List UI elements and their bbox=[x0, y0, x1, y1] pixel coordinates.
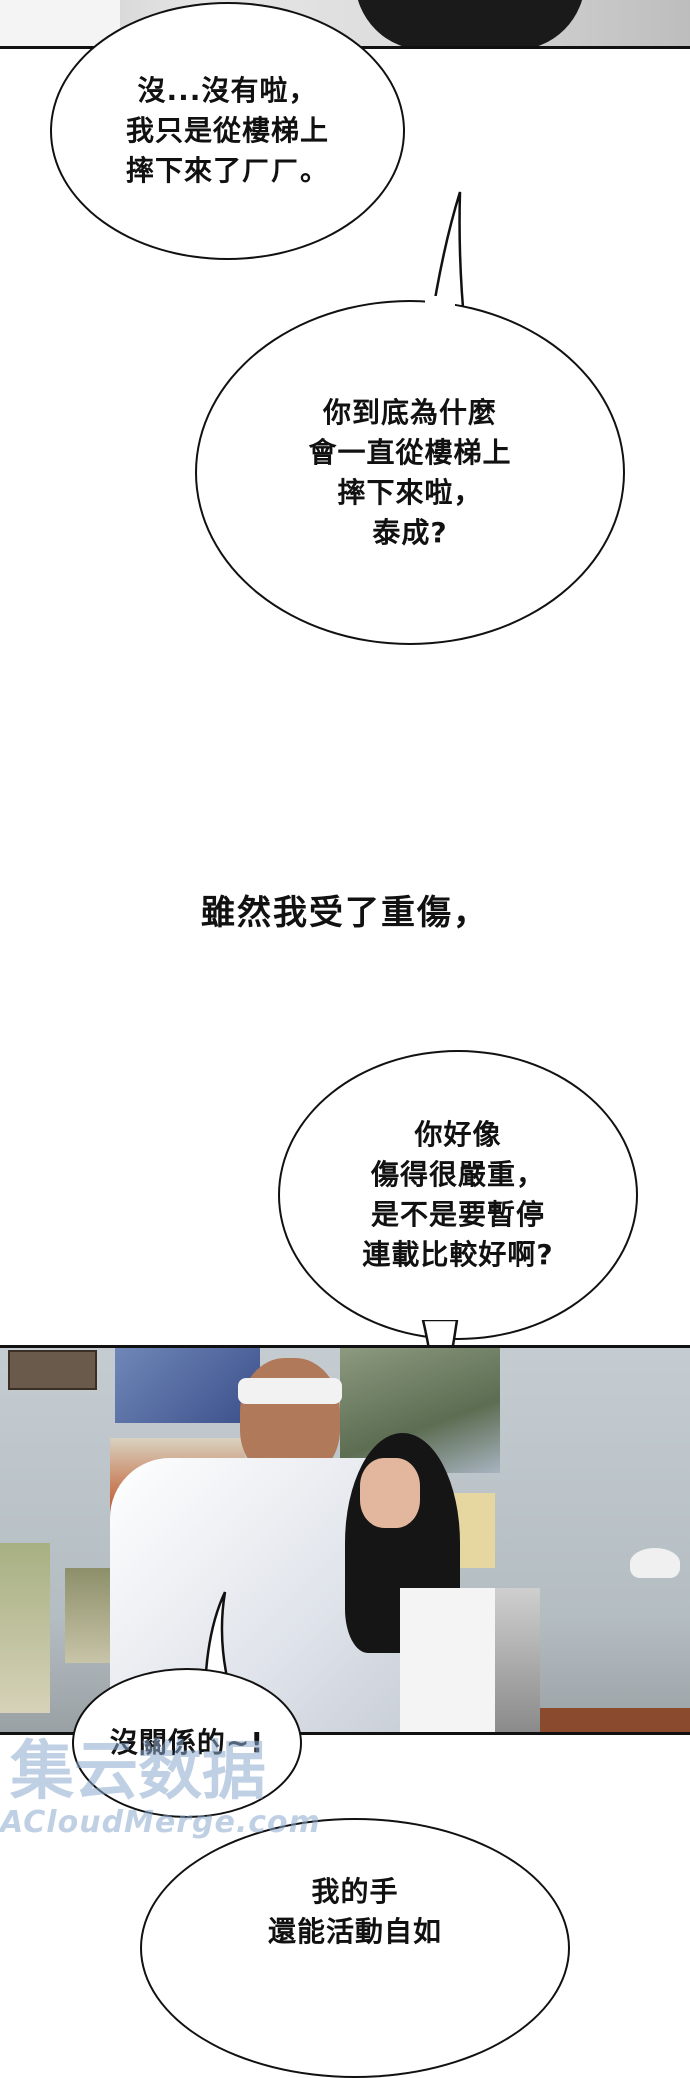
desk bbox=[540, 1708, 690, 1732]
woman-face bbox=[360, 1458, 420, 1528]
poster-blue bbox=[115, 1348, 260, 1423]
watermark-logo-text: 集云数据 bbox=[10, 1735, 266, 1805]
speech-bubble-4: 沒關係的~! bbox=[72, 1668, 302, 1818]
speech-bubble-2: 你到底為什麼 會一直從樓梯上 摔下來啦， 泰成? bbox=[195, 300, 625, 645]
watermark-logo: 集云数据 bbox=[10, 1735, 266, 1805]
tail-joint-2 bbox=[425, 296, 455, 306]
panel-highlight bbox=[0, 0, 120, 46]
speech-bubble-3-text: 你好像 傷得很嚴重， 是不是要暫停 連載比較好啊? bbox=[362, 1118, 554, 1271]
speech-bubble-4-tail bbox=[203, 1591, 232, 1690]
narration-text: 雖然我受了重傷， bbox=[201, 893, 489, 933]
woman-shirt bbox=[400, 1588, 495, 1732]
speech-bubble-1: 沒...沒有啦， 我只是從樓梯上 摔下來了ㄏㄏ。 bbox=[50, 2, 405, 260]
desk-lamp bbox=[630, 1548, 680, 1578]
watermark-text: ACloudMerge.com bbox=[0, 1805, 321, 1840]
speech-bubble-2-tail bbox=[428, 191, 467, 330]
scene-comic-panel bbox=[0, 1345, 690, 1735]
speech-bubble-5: 我的手 還能活動自如 bbox=[140, 1818, 570, 2078]
speech-bubble-3: 你好像 傷得很嚴重， 是不是要暫停 連載比較好啊? bbox=[278, 1050, 638, 1340]
wall-frame bbox=[8, 1350, 97, 1390]
poster-left-map bbox=[0, 1543, 50, 1713]
head-bandage bbox=[238, 1378, 342, 1404]
speech-bubble-1-text: 沒...沒有啦， 我只是從樓梯上 摔下來了ㄏㄏ。 bbox=[125, 74, 329, 187]
character-hair bbox=[355, 0, 585, 46]
speech-bubble-5-text: 我的手 還能活動自如 bbox=[267, 1875, 442, 1948]
speech-bubble-4-text: 沒關係的~! bbox=[109, 1726, 265, 1759]
speech-bubble-2-text: 你到底為什麼 會一直從樓梯上 摔下來啦， 泰成? bbox=[308, 395, 512, 549]
